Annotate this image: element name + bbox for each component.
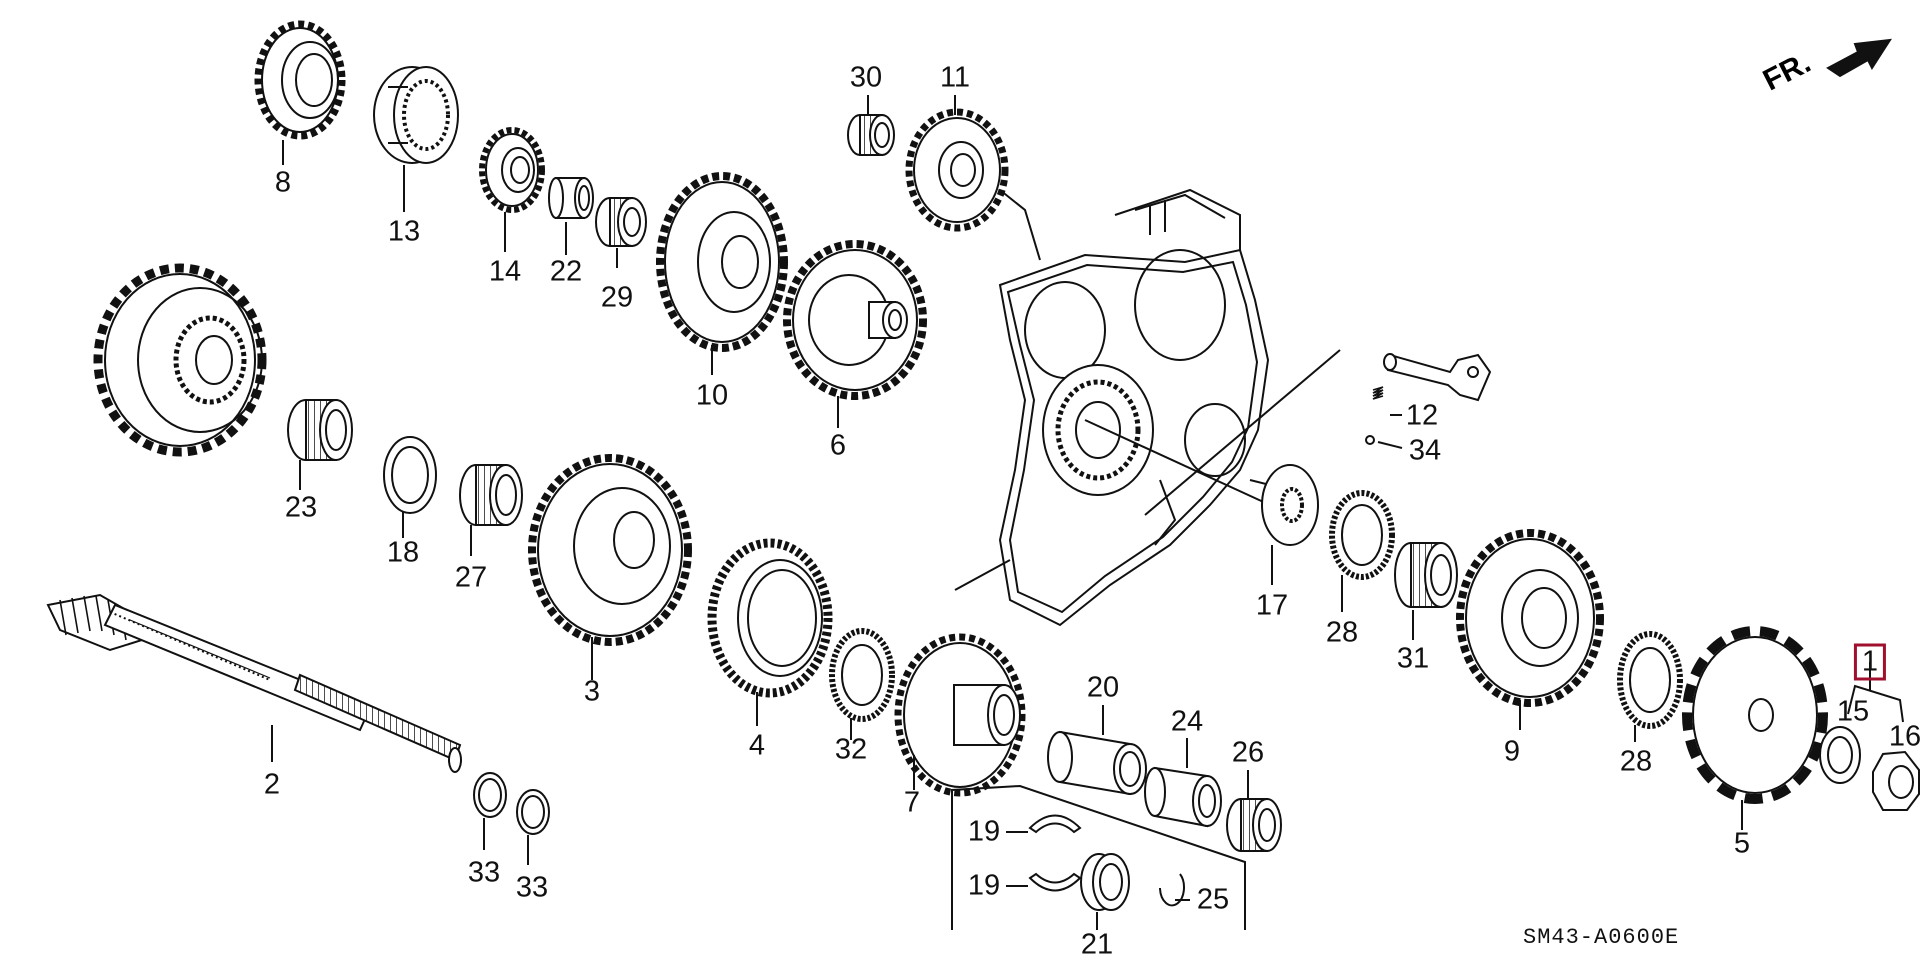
part-28-thrust-bearing-lower[interactable] xyxy=(1620,634,1680,726)
callout-15[interactable]: 15 xyxy=(1836,695,1870,728)
transmission-case xyxy=(955,190,1290,625)
part-30-needle-bearing[interactable] xyxy=(848,115,894,155)
callout-26[interactable]: 26 xyxy=(1231,736,1265,769)
callout-31[interactable]: 31 xyxy=(1396,642,1430,675)
callout-2[interactable]: 2 xyxy=(263,768,281,801)
front-direction-arrow-icon xyxy=(1828,40,1890,76)
part-27-needle-bearing[interactable] xyxy=(460,465,522,525)
part-clutch-drum[interactable] xyxy=(98,268,262,452)
axis-line-case xyxy=(1085,420,1270,505)
part-16-locknut[interactable] xyxy=(1873,752,1919,810)
subassembly-bracket xyxy=(952,786,1245,930)
callout-23[interactable]: 23 xyxy=(284,491,318,524)
callout-14[interactable]: 14 xyxy=(488,255,522,288)
part-28-thrust-bearing-upper[interactable] xyxy=(1332,493,1392,577)
part-20-collar[interactable] xyxy=(1048,732,1146,794)
callout-20[interactable]: 20 xyxy=(1086,671,1120,704)
callout-18[interactable]: 18 xyxy=(386,536,420,569)
part-4-bearing[interactable] xyxy=(712,543,828,693)
part-13-sleeve[interactable] xyxy=(374,67,458,163)
callout-16[interactable]: 16 xyxy=(1888,720,1920,753)
callout-10[interactable]: 10 xyxy=(695,379,729,412)
part-10-gear[interactable] xyxy=(660,176,784,348)
callout-21[interactable]: 21 xyxy=(1080,928,1114,961)
callout-27[interactable]: 27 xyxy=(454,561,488,594)
part-34-ball[interactable] xyxy=(1366,436,1374,444)
part-15-washer[interactable] xyxy=(1820,727,1860,783)
callout-6[interactable]: 6 xyxy=(829,429,847,462)
part-21-collar[interactable] xyxy=(1081,854,1129,910)
callout-8[interactable]: 8 xyxy=(274,166,292,199)
part-14-gear[interactable] xyxy=(482,130,542,210)
part-7-gear[interactable] xyxy=(898,637,1022,793)
leader-34 xyxy=(1378,442,1402,448)
part-29-needle-bearing[interactable] xyxy=(596,198,646,246)
part-31-needle-bearing[interactable] xyxy=(1395,543,1457,607)
part-5-parking-gear[interactable] xyxy=(1687,631,1823,799)
callout-29[interactable]: 29 xyxy=(600,281,634,314)
callout-28-upper[interactable]: 28 xyxy=(1325,616,1359,649)
part-25-snap-ring[interactable] xyxy=(1160,874,1184,905)
part-19-cotter-a[interactable] xyxy=(1030,816,1080,833)
part-3-gear[interactable] xyxy=(532,458,688,642)
diagram-code: SM43-A0600E xyxy=(1523,925,1680,950)
callout-5[interactable]: 5 xyxy=(1733,827,1751,860)
part-12-shift-arm[interactable] xyxy=(1373,354,1490,400)
callout-28-lower[interactable]: 28 xyxy=(1619,745,1653,778)
callout-4[interactable]: 4 xyxy=(748,729,766,762)
part-8-gear[interactable] xyxy=(258,24,342,136)
part-9-gear[interactable] xyxy=(1460,533,1600,703)
part-19-cotter-b[interactable] xyxy=(1030,874,1080,891)
callout-25[interactable]: 25 xyxy=(1196,883,1230,916)
callout-12[interactable]: 12 xyxy=(1405,399,1439,432)
callout-32[interactable]: 32 xyxy=(834,733,868,766)
callout-19-a[interactable]: 19 xyxy=(967,815,1001,848)
callout-19-b[interactable]: 19 xyxy=(967,869,1001,902)
callout-11[interactable]: 11 xyxy=(939,61,971,94)
part-2-mainshaft[interactable] xyxy=(48,595,461,772)
callout-9[interactable]: 9 xyxy=(1503,735,1521,768)
part-11-gear[interactable] xyxy=(909,112,1005,228)
callout-1-highlighted[interactable]: 1 xyxy=(1853,643,1887,681)
callout-34[interactable]: 34 xyxy=(1408,434,1442,467)
callout-22[interactable]: 22 xyxy=(549,255,583,288)
callout-30[interactable]: 30 xyxy=(849,61,883,94)
callout-7[interactable]: 7 xyxy=(903,786,921,819)
leader-1-bracket xyxy=(1848,686,1903,722)
leader-12-case xyxy=(1145,350,1340,515)
part-32-thrust-bearing[interactable] xyxy=(832,631,892,719)
part-26-needle-bearing[interactable] xyxy=(1227,799,1281,851)
callout-33-b[interactable]: 33 xyxy=(515,871,549,904)
leader-11-shaft xyxy=(1000,190,1040,260)
callout-3[interactable]: 3 xyxy=(583,675,601,708)
callout-13[interactable]: 13 xyxy=(387,215,421,248)
part-24-collar[interactable] xyxy=(1145,768,1221,826)
part-22-collar[interactable] xyxy=(549,178,593,218)
callout-24[interactable]: 24 xyxy=(1170,705,1204,738)
callout-33-a[interactable]: 33 xyxy=(467,856,501,889)
callout-17[interactable]: 17 xyxy=(1255,589,1289,622)
part-17-washer[interactable] xyxy=(1262,465,1318,545)
part-23-collar[interactable] xyxy=(288,400,352,460)
part-6-gear[interactable] xyxy=(787,244,923,396)
